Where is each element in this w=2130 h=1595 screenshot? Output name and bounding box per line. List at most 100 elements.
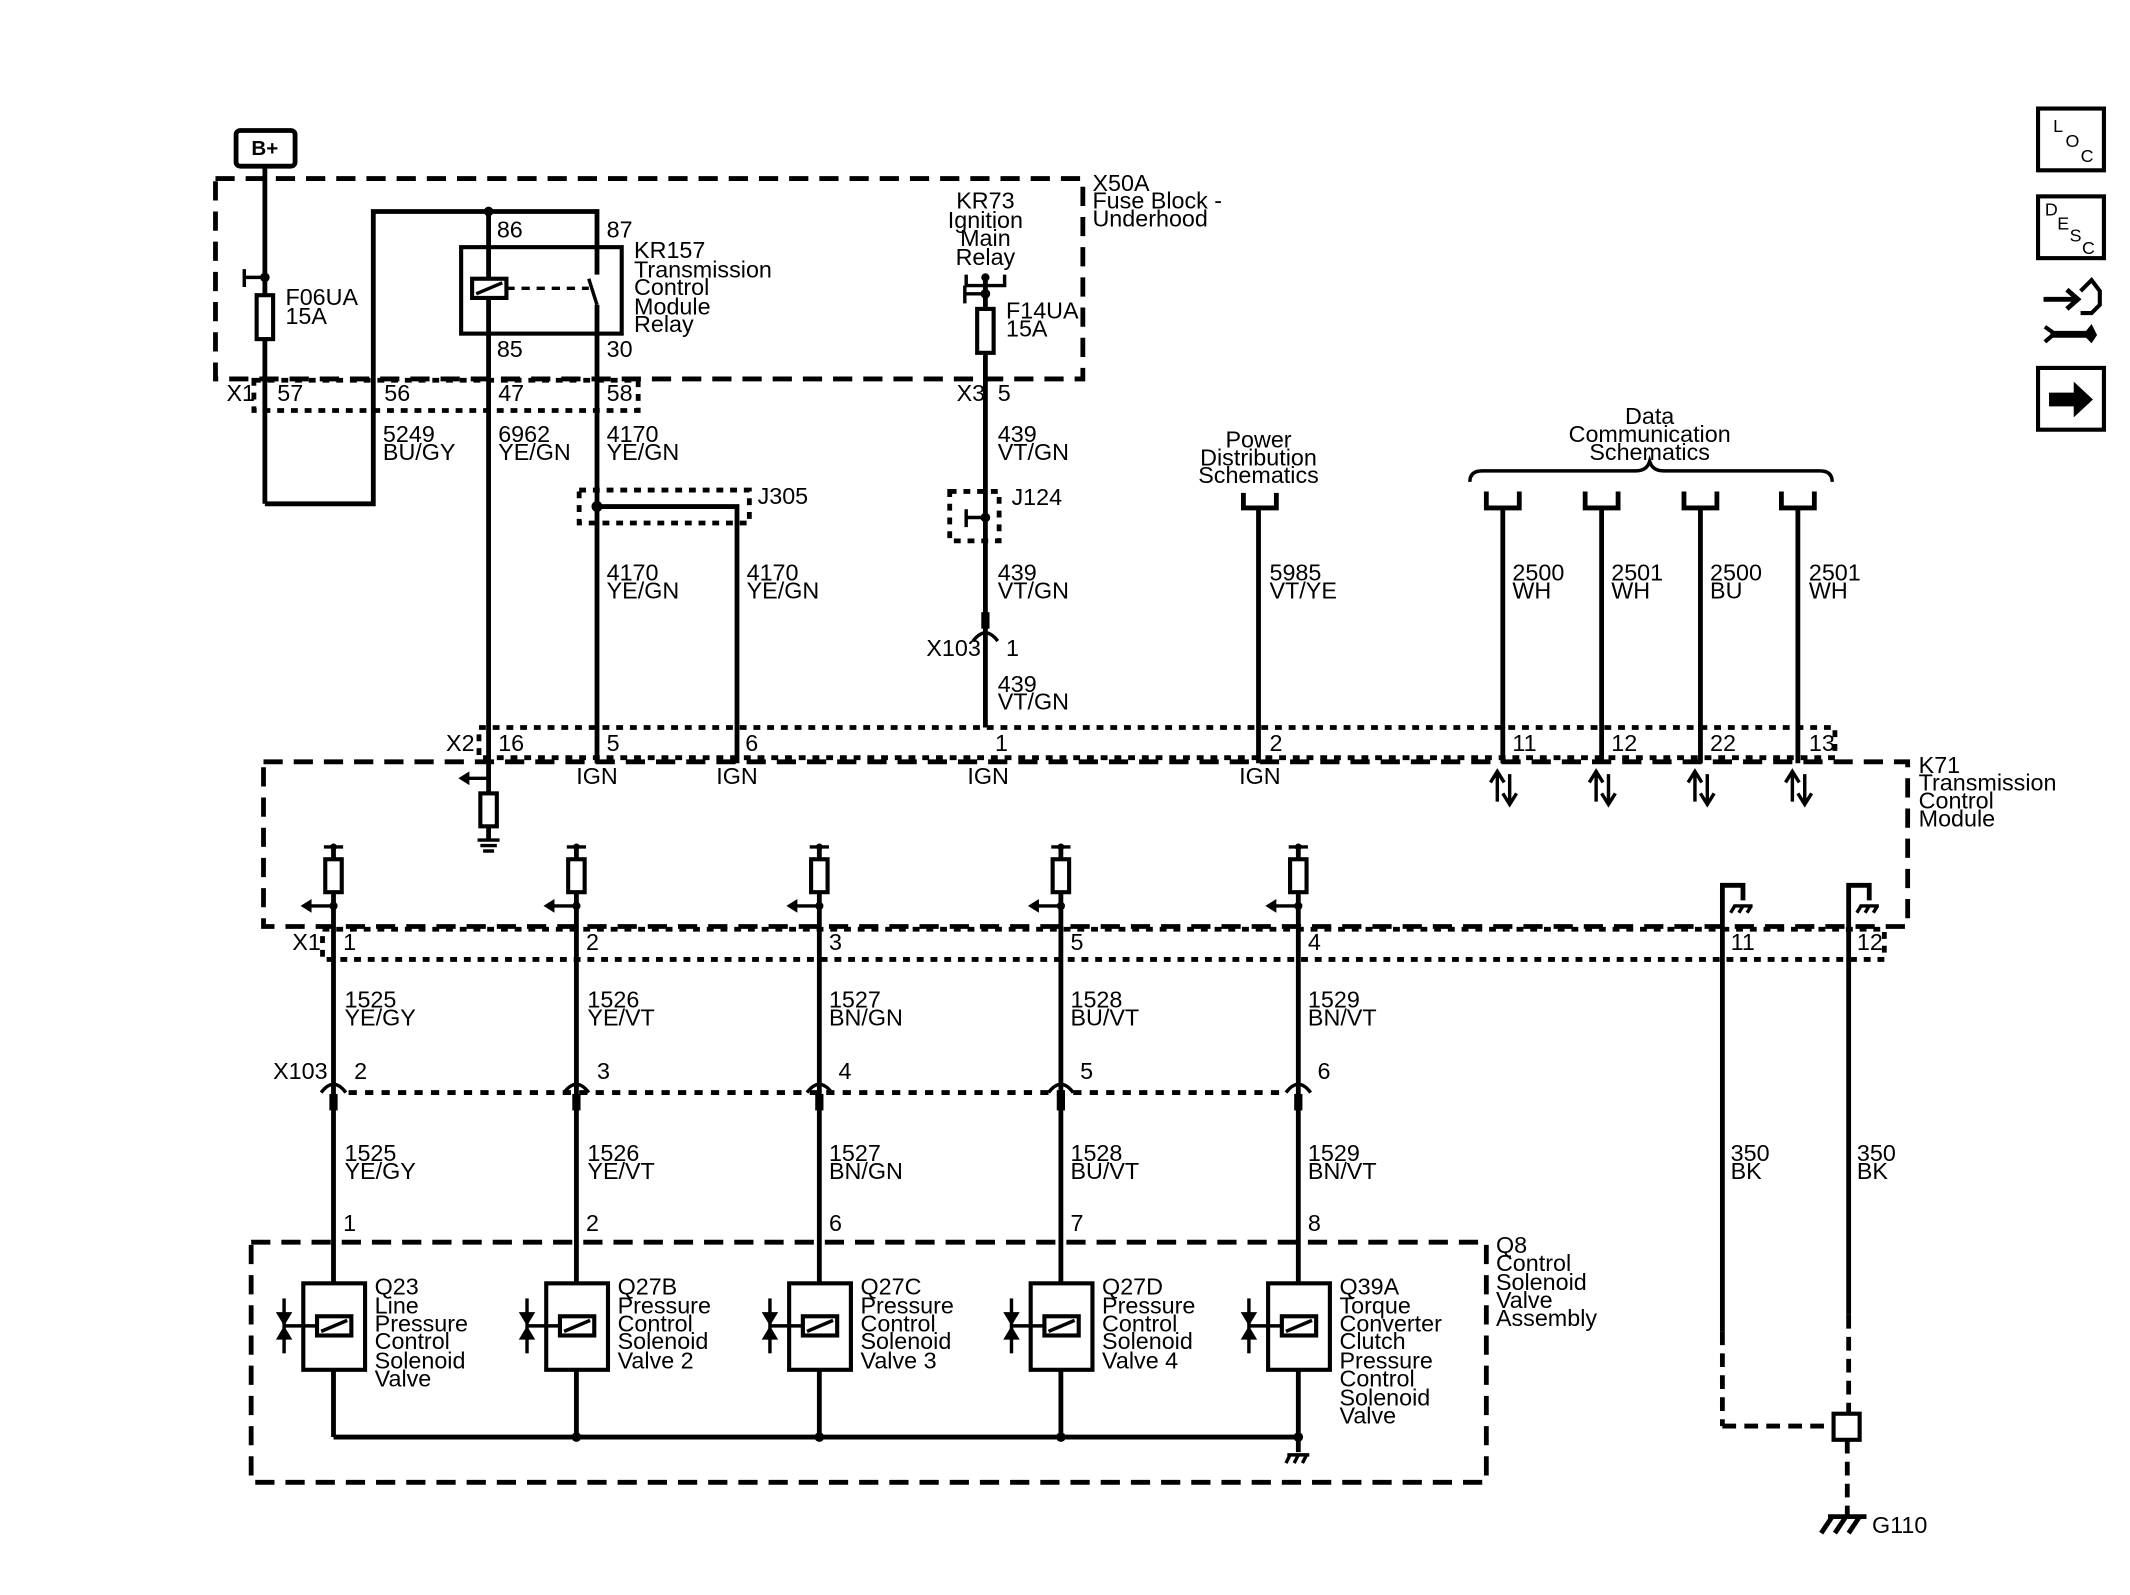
kr73-name-1: KR73 <box>956 188 1014 214</box>
wire-1529b-color: BN/VT <box>1308 1158 1377 1184</box>
q27c-l2: Control <box>861 1310 936 1336</box>
desc-d: D <box>2045 200 2058 220</box>
q23-l1: Line <box>375 1293 419 1319</box>
next-page-arrow-icon[interactable] <box>2035 365 2106 432</box>
valve-q27c <box>761 1281 853 1372</box>
data-comm-ref-1[interactable]: Data <box>1625 403 1674 429</box>
x1-bottom-connector <box>320 926 1887 962</box>
bplus-source: B+ <box>233 128 298 169</box>
wire-6962-color: YE/GN <box>498 439 571 465</box>
q27d-l0: Q27D <box>1102 1273 1163 1299</box>
q27d-l2: Control <box>1102 1310 1177 1336</box>
x2-pin-16: 16 <box>498 730 524 756</box>
q8-name-4: Assembly <box>1496 1305 1597 1331</box>
q8-id: Q8 <box>1496 1232 1527 1258</box>
q8-name-3: Valve <box>1496 1287 1553 1313</box>
q39a-l6: Solenoid <box>1339 1384 1430 1410</box>
q8-pin-7: 7 <box>1070 1210 1083 1236</box>
q27b-l0: Q27B <box>618 1273 678 1299</box>
q23-l4: Solenoid <box>375 1347 466 1373</box>
q8-pin-2: 2 <box>586 1210 599 1236</box>
relay-name-4: Relay <box>634 311 694 337</box>
loc-button[interactable]: L O C <box>2035 106 2106 173</box>
j305-id: J305 <box>758 483 809 509</box>
power-dist-ref-2[interactable]: Distribution <box>1200 444 1317 470</box>
relay-kr157: 86 87 85 30 KR157 Transmission Control M… <box>459 211 772 362</box>
x1-pin-56: 56 <box>384 380 410 406</box>
g110-label: G110 <box>1872 1512 1927 1538</box>
x1b-pin-11: 11 <box>1731 929 1755 955</box>
x1-bottom-id: X1 <box>292 929 321 955</box>
fuse2-id: F14UA <box>1006 298 1079 324</box>
tcm-name-3: Module <box>1919 805 1996 831</box>
q27b-l3: Solenoid <box>618 1328 709 1354</box>
wire-5985-color: VT/YE <box>1269 577 1336 603</box>
q27d-l4: Valve 4 <box>1102 1347 1178 1373</box>
q8-pin-1: 1 <box>343 1210 356 1236</box>
x1-top-connector <box>251 377 641 413</box>
relay-pin-87: 87 <box>607 217 633 243</box>
x1-top-id: X1 <box>226 380 255 406</box>
q8-name-2: Solenoid <box>1496 1269 1587 1295</box>
desc-e: E <box>2057 213 2069 233</box>
wire-439b-color: VT/GN <box>998 577 1069 603</box>
fuse-f14ua: KR73 Ignition Main Relay F14UA 15A <box>948 188 1079 728</box>
x2-pin-11: 11 <box>1512 730 1536 756</box>
q27c-l4: Valve 3 <box>861 1347 937 1373</box>
data-comm-ref-2[interactable]: Communication <box>1569 421 1731 447</box>
relay-name-3: Module <box>634 293 711 319</box>
wire-439-color: VT/GN <box>998 439 1069 465</box>
wire-1529-color: BN/VT <box>1308 1004 1377 1030</box>
x3-id: X3 <box>957 380 986 406</box>
valve-q27b <box>518 1281 611 1372</box>
power-dist-ref-1[interactable]: Power <box>1225 427 1291 453</box>
wire-1529b-num: 1529 <box>1308 1140 1360 1166</box>
x2-id: X2 <box>446 730 475 756</box>
relay-pin-85: 85 <box>497 336 523 362</box>
x103b-pin-6: 6 <box>1318 1058 1331 1084</box>
wire-5985-num: 5985 <box>1269 560 1321 586</box>
wire-1528b-num: 1528 <box>1070 1140 1122 1166</box>
wire-1525-color: YE/GY <box>344 1004 416 1030</box>
wire-1526b-num: 1526 <box>587 1140 639 1166</box>
q39a-l3: Clutch <box>1339 1328 1405 1354</box>
valve-return-bus <box>333 1432 1310 1464</box>
q39a-l2: Converter <box>1339 1310 1442 1336</box>
tcm-name-1: Transmission <box>1919 770 2057 796</box>
ign-label-5: IGN <box>576 763 617 789</box>
x1b-pin-12: 12 <box>1857 929 1883 955</box>
wire-4170a-color: YE/GN <box>607 577 680 603</box>
q8-pin-8: 8 <box>1308 1210 1321 1236</box>
relay-driver <box>458 763 500 853</box>
q27c-l3: Solenoid <box>861 1328 952 1354</box>
x3-pin-5: 5 <box>998 380 1011 406</box>
wire-2501b-num: 2501 <box>1809 560 1861 586</box>
splice-j305 <box>576 487 752 526</box>
wire-1526-num: 1526 <box>587 986 639 1012</box>
power-dist-ref-3[interactable]: Schematics <box>1198 462 1319 488</box>
relay-pin-30: 30 <box>607 336 633 362</box>
fuse-block-name-2: Underhood <box>1092 206 1207 232</box>
q27d-l1: Pressure <box>1102 1293 1195 1319</box>
q39a-l5: Control <box>1339 1365 1414 1391</box>
tcm-id: K71 <box>1919 752 1961 778</box>
x2-pin-13: 13 <box>1809 730 1835 756</box>
x103-bottom-connector <box>319 1082 1313 1111</box>
wire-350b-num: 350 <box>1857 1140 1896 1166</box>
x2-pin-2: 2 <box>1269 730 1282 756</box>
q27b-l4: Valve 2 <box>618 1347 694 1373</box>
fuse-block-name-1: Fuse Block - <box>1092 188 1222 214</box>
x2-pin-6: 6 <box>745 730 758 756</box>
wire-350a-num: 350 <box>1731 1140 1770 1166</box>
wire-4170b-num: 4170 <box>747 560 799 586</box>
relay-name-1: Transmission <box>634 256 772 282</box>
q27b-l1: Pressure <box>618 1293 711 1319</box>
wire-4170-color: YE/GN <box>607 439 680 465</box>
q39a-l4: Pressure <box>1339 1347 1432 1373</box>
desc-button[interactable]: D E S C <box>2035 194 2106 261</box>
diagnostic-connector-icon[interactable] <box>2043 276 2102 344</box>
ground-g110: G110 <box>1719 1314 1927 1538</box>
wire-5249-color: BU/GY <box>383 439 456 465</box>
ign-label-2: IGN <box>1239 763 1280 789</box>
